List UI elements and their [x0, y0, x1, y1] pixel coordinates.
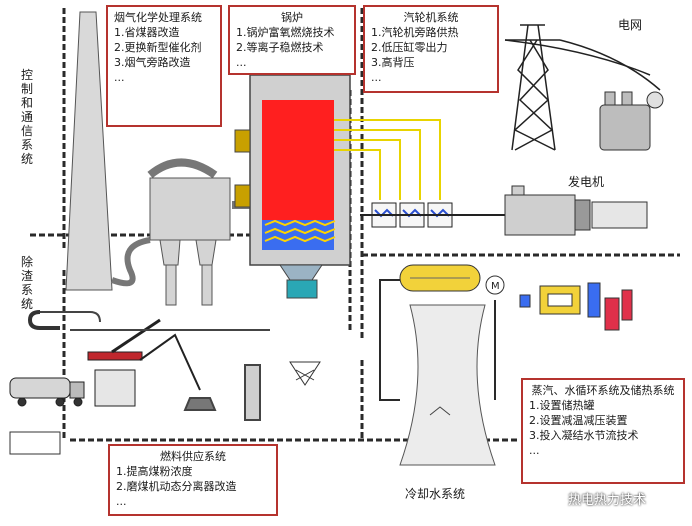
coal-truck — [9, 377, 85, 407]
boiler — [234, 66, 351, 299]
boiler-item-3: ... — [236, 56, 247, 69]
coal-bunker — [289, 361, 321, 386]
watermark: 热电热力技术 — [568, 493, 647, 508]
steam-item-3: 3.投入凝结水节流技术 — [529, 429, 639, 442]
boiler-item-1: 1.锅炉富氧燃烧技术 — [236, 26, 335, 39]
turbine-title: 汽轮机系统 — [403, 11, 459, 24]
turbine-item-2: 2.低压缸零出力 — [371, 41, 448, 54]
condenser: M — [399, 264, 505, 295]
cooling-tower — [399, 304, 496, 466]
steam-item-1: 1.设置储热罐 — [529, 399, 595, 412]
steam-turbine — [360, 202, 505, 228]
generator — [504, 185, 648, 236]
coal-conveyor — [40, 311, 270, 421]
steam-item-2: 2.设置减温减压装置 — [529, 414, 628, 427]
steam-item-4: ... — [529, 444, 540, 457]
turbine-item-1: 1.汽轮机旁路供热 — [371, 26, 459, 39]
turbine-system-box: 汽轮机系统 1.汽轮机旁路供热 2.低压缸零出力 3.高背压 ... — [363, 5, 499, 93]
economizer — [262, 220, 334, 250]
steam-lines — [334, 119, 441, 200]
turbine-item-4: ... — [371, 71, 382, 84]
boiler-title: 锅炉 — [281, 11, 303, 24]
svg-text:M: M — [491, 281, 500, 292]
heat-storage-system — [519, 282, 633, 331]
boiler-box: 锅炉 1.锅炉富氧燃烧技术 2.等离子稳燃技术 ... — [228, 5, 356, 75]
control-system-label: 控制和通信系统 — [20, 68, 33, 166]
chimney — [65, 11, 113, 291]
stacker-crane — [87, 318, 201, 407]
water-pipes — [379, 279, 496, 401]
fuel-item-2: 2.磨煤机动态分离器改造 — [116, 480, 237, 493]
grid-label: 电网 — [618, 18, 643, 32]
transmission-tower — [504, 24, 661, 151]
boiler-furnace — [262, 100, 334, 225]
slag-pipe — [27, 310, 60, 330]
fuel-title: 燃料供应系统 — [160, 450, 226, 463]
transformer — [599, 91, 664, 151]
steam-title: 蒸汽、水循环系统及储热系统 — [531, 384, 675, 397]
slag-hopper — [286, 279, 318, 299]
flue-gas-item-3: 3.烟气旁路改造 — [114, 56, 191, 69]
flue-gas-treatment-box: 烟气化学处理系统 1.省煤器改造 2.更换新型催化剂 3.烟气旁路改造 ... — [106, 5, 222, 127]
slag-system-label: 除渣系统 — [20, 255, 33, 311]
fuel-item-3: ... — [116, 495, 127, 508]
steam-water-heat-storage-box: 蒸汽、水循环系统及储热系统 1.设置储热罐 2.设置减温减压装置 3.投入凝结水… — [521, 378, 685, 484]
water-tank — [9, 431, 61, 455]
boiler-item-2: 2.等离子稳燃技术 — [236, 41, 324, 54]
cooling-water-label: 冷却水系统 — [405, 487, 466, 501]
generator-label: 发电机 — [568, 175, 605, 189]
fuel-item-1: 1.提高煤粉浓度 — [116, 465, 193, 478]
flue-gas-item-1: 1.省煤器改造 — [114, 26, 180, 39]
flue-gas-item-4: ... — [114, 71, 125, 84]
flue-gas-item-2: 2.更换新型催化剂 — [114, 41, 202, 54]
flue-gas-title: 烟气化学处理系统 — [114, 11, 202, 24]
turbine-item-3: 3.高背压 — [371, 56, 415, 69]
fuel-supply-box: 燃料供应系统 1.提高煤粉浓度 2.磨煤机动态分离器改造 ... — [108, 444, 278, 516]
